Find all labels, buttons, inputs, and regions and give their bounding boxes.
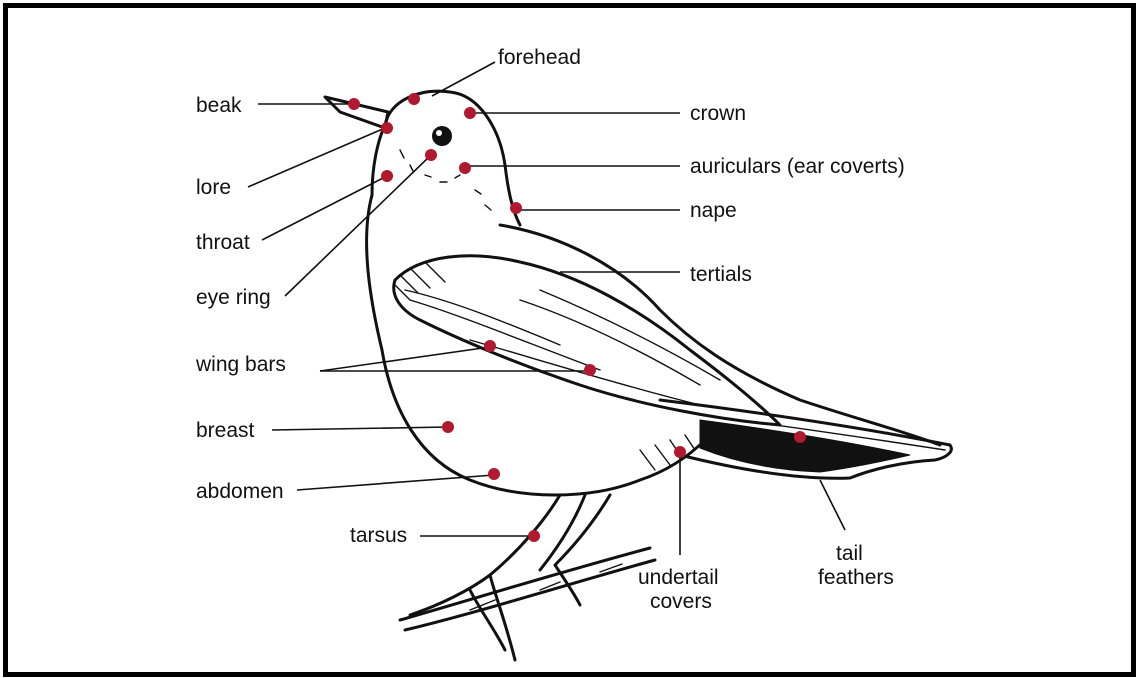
- label-lore: lore: [196, 176, 231, 199]
- label-tarsus: tarsus: [350, 524, 407, 547]
- dot-eye-ring: [425, 149, 437, 161]
- label-eye-ring: eye ring: [196, 286, 271, 309]
- label-forehead: forehead: [498, 46, 581, 69]
- dot-breast: [442, 421, 454, 433]
- back-outline: [500, 225, 940, 445]
- dot-tarsus: [528, 530, 540, 542]
- dot-wing-bar-1: [484, 340, 496, 352]
- dot-undertail-covers: [674, 446, 686, 458]
- dot-beak: [348, 98, 360, 110]
- label-undertail-line2: covers: [650, 590, 712, 613]
- leader-lines: [248, 62, 845, 555]
- eye: [432, 126, 452, 146]
- label-auriculars: auriculars (ear coverts): [690, 155, 905, 178]
- dot-tail-feathers: [794, 431, 806, 443]
- label-throat: throat: [196, 231, 250, 254]
- label-tail-line1: tail: [836, 542, 863, 565]
- label-breast: breast: [196, 419, 255, 442]
- leg-front: [410, 495, 560, 615]
- label-nape: nape: [690, 199, 737, 222]
- labels: forehead beak crown auriculars (ear cove…: [195, 46, 905, 613]
- dot-crown: [464, 107, 476, 119]
- label-wing-bars: wing bars: [195, 353, 286, 376]
- dot-auriculars: [459, 162, 471, 174]
- head-outline: [385, 91, 520, 225]
- label-beak: beak: [196, 94, 242, 117]
- label-crown: crown: [690, 102, 746, 125]
- branch: [400, 548, 650, 620]
- label-abdomen: abdomen: [196, 480, 284, 503]
- dot-lore: [381, 122, 393, 134]
- dot-abdomen: [488, 468, 500, 480]
- dot-nape: [510, 202, 522, 214]
- dot-throat: [381, 170, 393, 182]
- label-undertail-line1: undertail: [638, 566, 719, 589]
- dot-wing-bar-2: [584, 364, 596, 376]
- label-tertials: tertials: [690, 263, 752, 286]
- label-tail-line2: feathers: [818, 566, 894, 589]
- dot-forehead: [408, 93, 420, 105]
